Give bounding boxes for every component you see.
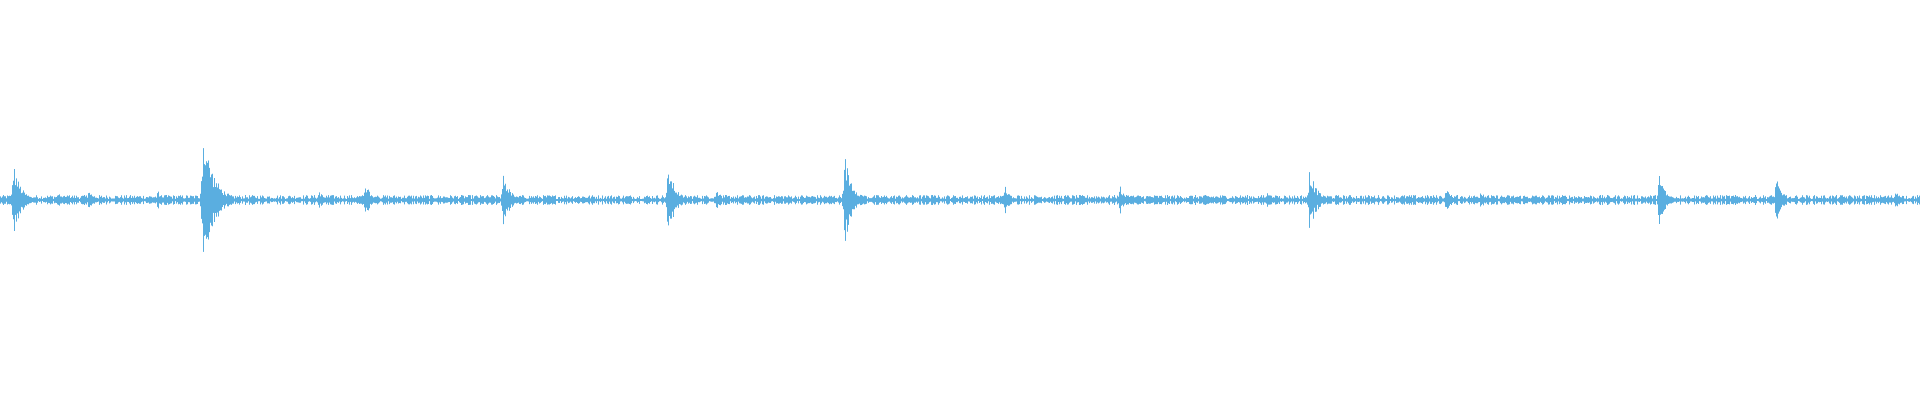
waveform-bars bbox=[0, 148, 1920, 252]
